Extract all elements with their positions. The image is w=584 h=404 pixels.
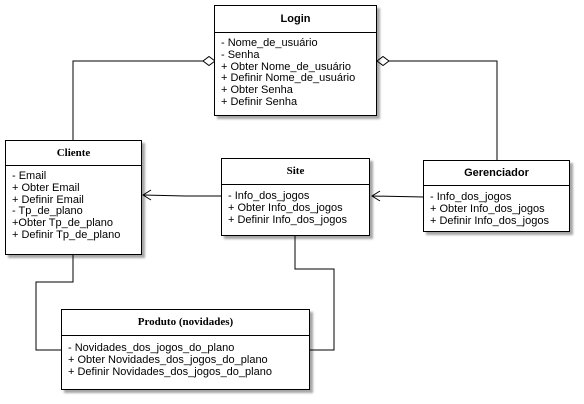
member: + Obter Nome_de_usuário xyxy=(221,60,351,73)
member: + Obter Info_dos_jogos xyxy=(228,201,343,214)
member: + Definir Tp_de_plano xyxy=(12,228,121,241)
member: - Email xyxy=(12,170,47,182)
member: - Info_dos_jogos xyxy=(228,190,310,202)
member: - Tp_de_plano xyxy=(12,205,83,218)
gerenciador-login-aggregation xyxy=(389,60,498,160)
class-site-members: - Info_dos_jogos + Obter Info_dos_jogos … xyxy=(222,185,369,226)
class-site[interactable]: Site - Info_dos_jogos + Obter Info_dos_j… xyxy=(221,158,370,236)
member: + Obter Senha xyxy=(221,84,293,97)
member: - Novidades_dos_jogos_do_plano xyxy=(68,342,235,354)
member: + Obter Novidades_dos_jogos_do_plano xyxy=(68,353,268,366)
gerenciador-site-association xyxy=(371,195,425,198)
login-aggregation-diamond-left xyxy=(202,55,216,67)
class-gerenciador[interactable]: Gerenciador - Info_dos_jogos + Obter Inf… xyxy=(423,160,570,232)
class-cliente-name: Cliente xyxy=(6,141,141,166)
member: + Definir Info_dos_jogos xyxy=(228,213,347,226)
cliente-login-aggregation xyxy=(72,60,203,140)
site-cliente-arrowhead xyxy=(142,189,152,201)
class-gerenciador-name: Gerenciador xyxy=(424,161,569,186)
class-produto-name: Produto (novidades) xyxy=(62,310,309,336)
class-cliente-members: - Email + Obter Email + Definir Email - … xyxy=(6,166,141,242)
member: - Senha xyxy=(221,48,260,61)
member: - Nome_de_usuário xyxy=(221,37,318,49)
class-produto[interactable]: Produto (novidades) - Novidades_dos_jogo… xyxy=(61,309,310,390)
member: + Obter Info_dos_jogos xyxy=(430,202,545,215)
site-cliente-association xyxy=(142,194,222,197)
member: + Definir Novidades_dos_jogos_do_plano xyxy=(68,365,272,378)
class-produto-members: - Novidades_dos_jogos_do_plano + Obter N… xyxy=(62,336,309,378)
member: + Definir Info_dos_jogos xyxy=(430,214,549,227)
member: + Obter Email xyxy=(12,181,80,194)
class-gerenciador-members: - Info_dos_jogos + Obter Info_dos_jogos … xyxy=(424,186,569,227)
gerenciador-site-arrowhead xyxy=(371,190,381,202)
member: - Info_dos_jogos xyxy=(430,191,512,203)
member: + Definir Senha xyxy=(221,95,298,108)
class-site-name: Site xyxy=(222,159,369,185)
member: +Obter Tp_de_plano xyxy=(12,217,114,230)
site-produto-link xyxy=(294,236,335,351)
class-cliente[interactable]: Cliente - Email + Obter Email + Definir … xyxy=(5,140,142,255)
cliente-produto-link xyxy=(35,254,74,351)
class-login-name: Login xyxy=(215,6,376,33)
member: + Definir Nome_de_usuário xyxy=(221,72,356,85)
login-aggregation-diamond-right xyxy=(376,55,390,67)
class-login-members: - Nome_de_usuário - Senha + Obter Nome_d… xyxy=(215,33,376,109)
class-login[interactable]: Login - Nome_de_usuário - Senha + Obter … xyxy=(214,5,377,116)
member: + Definir Email xyxy=(12,193,84,206)
